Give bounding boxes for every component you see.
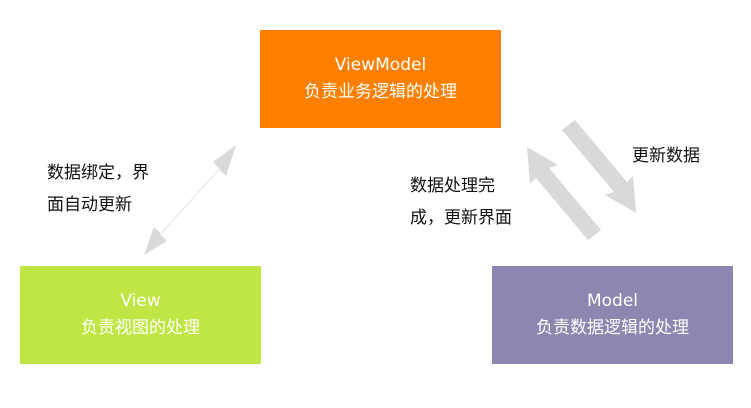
binding-label-line2: 面自动更新 <box>47 195 132 215</box>
model-desc: 负责数据逻辑的处理 <box>536 318 689 338</box>
viewmodel-title: ViewModel <box>334 55 427 75</box>
model-box: Model 负责数据逻辑的处理 <box>492 266 733 364</box>
viewmodel-box: ViewModel 负责业务逻辑的处理 <box>260 30 501 128</box>
processing-done-line2: 成，更新界面 <box>410 208 512 228</box>
model-to-viewmodel-arrow <box>527 147 601 240</box>
update-data-label: 更新数据 <box>632 146 700 166</box>
view-title: View <box>120 291 161 311</box>
binding-label: 数据绑定，界 面自动更新 <box>47 157 197 221</box>
processing-done-line1: 数据处理完 <box>410 176 495 196</box>
processing-done-label: 数据处理完 成，更新界面 <box>410 170 560 234</box>
viewmodel-to-model-arrow <box>562 120 636 213</box>
model-title: Model <box>586 291 639 311</box>
binding-label-line1: 数据绑定，界 <box>47 163 149 183</box>
viewmodel-desc: 负责业务逻辑的处理 <box>304 82 457 102</box>
view-box: View 负责视图的处理 <box>20 266 261 364</box>
view-viewmodel-double-arrow <box>144 145 236 255</box>
view-desc: 负责视图的处理 <box>81 318 200 338</box>
